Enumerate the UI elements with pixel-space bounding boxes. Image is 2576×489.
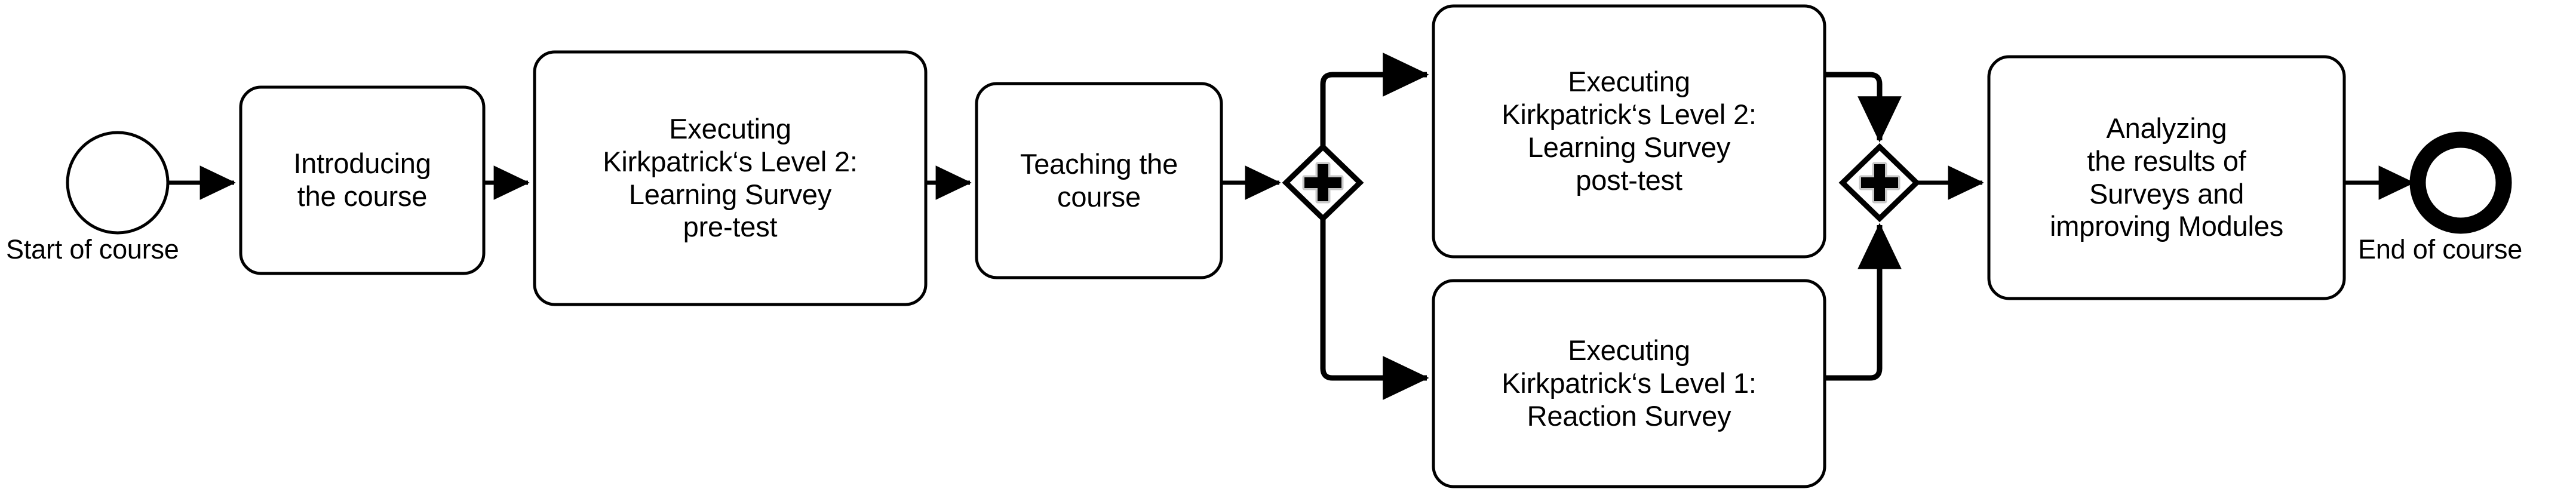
task-box-executing-level-1-reaction-survey[interactable] [1432, 279, 1826, 488]
task-box-executing-level-2-post-test[interactable] [1432, 4, 1826, 259]
parallel-join-gateway[interactable] [1838, 143, 1921, 223]
plus-icon [1302, 162, 1344, 204]
flow-posttest-to-join [1825, 72, 1902, 143]
task-box-executing-level-2-pre-test[interactable] [533, 50, 928, 306]
flow-split-to-posttest [1320, 53, 1429, 147]
task-box-introducing-the-course[interactable] [239, 85, 486, 275]
start-event-circle [66, 131, 170, 235]
task-box-teaching-the-course[interactable] [975, 82, 1223, 279]
flow-reaction-to-join [1825, 223, 1902, 381]
end-event-circle [2409, 131, 2512, 234]
task-box-analyzing-results[interactable] [1987, 55, 2346, 300]
plus-icon [1859, 162, 1900, 204]
flow-split-to-reaction [1320, 219, 1429, 400]
parallel-split-gateway[interactable] [1282, 143, 1364, 223]
